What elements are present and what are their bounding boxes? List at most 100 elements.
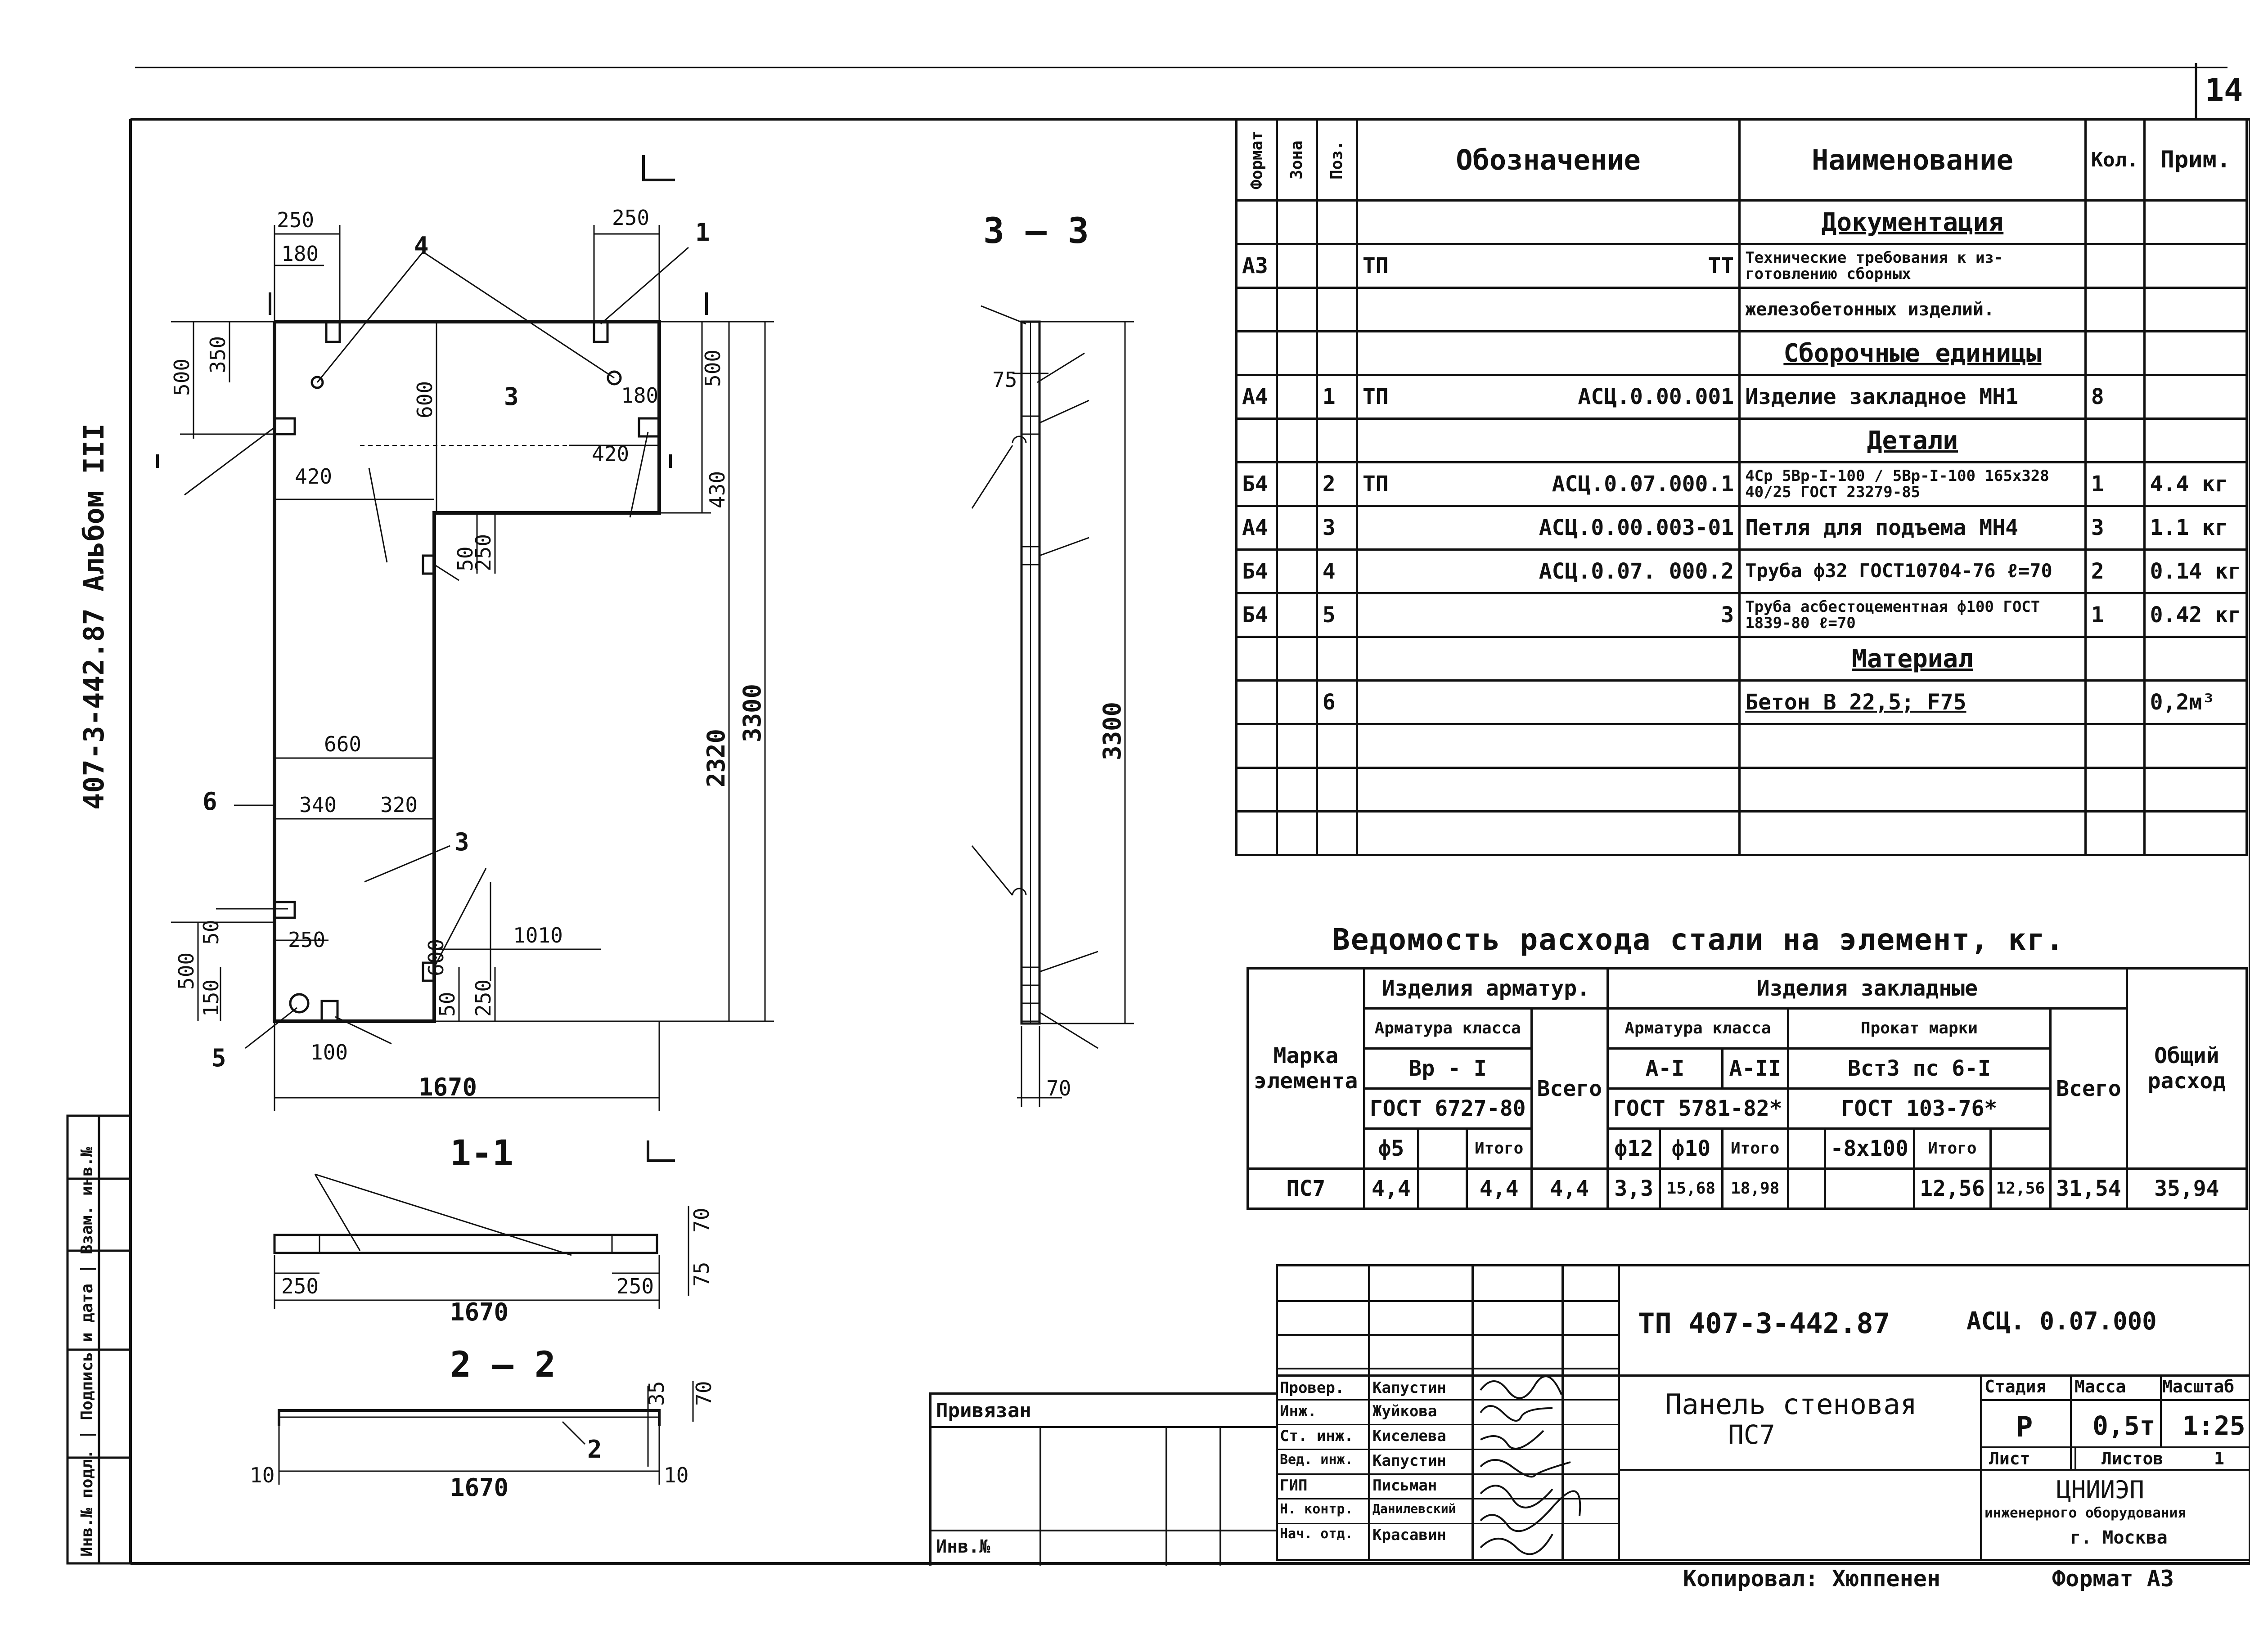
role-name-1: Жуйкова — [1372, 1402, 1437, 1420]
s11-dim-250-a: 250 — [281, 1274, 319, 1298]
assembly-qty: 8 — [2084, 374, 2146, 420]
steel-class-vr1: Вр - I — [1363, 1047, 1533, 1090]
dim-3300-section: 3300 — [1098, 702, 1126, 760]
dim-660: 660 — [324, 732, 361, 756]
scale-value: 1:25 — [2182, 1410, 2246, 1441]
dim-420-left: 420 — [295, 464, 332, 489]
s22-dim-10-b: 10 — [664, 1463, 688, 1487]
dim-180-right: 180 — [621, 383, 658, 408]
dim-2320: 2320 — [702, 729, 730, 787]
dim-50-b: 50 — [199, 920, 223, 945]
doc-format: A3 — [1235, 243, 1278, 289]
sheets-header: Листов — [2102, 1449, 2164, 1468]
steel-h-embedded: Изделия закладные — [1606, 967, 2128, 1010]
role-name-5: Данилевский — [1372, 1501, 1456, 1516]
callout-4: 4 — [414, 232, 429, 260]
steel-itogo-1: Итого — [1465, 1127, 1533, 1170]
dim-350: 350 — [206, 336, 230, 373]
steel-h-rebar-class-1: Арматура класса — [1363, 1007, 1533, 1050]
page-number: 14 — [2205, 72, 2243, 109]
steel-consumption-table: Марка элемента Изделия арматур. Изделия … — [1246, 967, 2248, 1210]
assembly-format: A4 — [1235, 374, 1278, 420]
detail-3-code: АСЦ.0.07. 000.2 — [1355, 548, 1741, 594]
side-stamp: Инв.№ подл. | Подпись и дата | Взам. инв… — [78, 1147, 96, 1557]
doc-code: ТТ — [1708, 253, 1734, 278]
detail-2-name: Петля для подъема МН4 — [1738, 505, 2087, 551]
hdr-pos: Поз. — [1317, 119, 1357, 201]
dim-75: 75 — [992, 368, 1017, 392]
stage-header: Стадия — [1984, 1377, 2047, 1396]
detail-1-code: АСЦ.0.07.000.1 — [1552, 471, 1734, 497]
steel-row-f5: 4,4 — [1363, 1167, 1420, 1210]
steel-row-all1: 4,4 — [1530, 1167, 1609, 1210]
steel-row-f12: 3,3 — [1606, 1167, 1661, 1210]
detail-2-format: А4 — [1235, 505, 1278, 551]
assembly-pos: 1 — [1315, 374, 1358, 420]
section-3-3-title: 3 — 3 — [983, 211, 1089, 251]
steel-class-vst: Вст3 пс 6-I — [1786, 1047, 2052, 1090]
detail-1-note: 4.4 кг — [2143, 461, 2248, 507]
drawing-code: ТП 407-3-442.87 — [1638, 1307, 1890, 1340]
role-6: Нач. отд. — [1280, 1526, 1353, 1542]
dim-180-top-left: 180 — [281, 242, 319, 266]
scale-header: Масштаб — [2162, 1377, 2235, 1396]
detail-4-code: 3 — [1355, 592, 1741, 638]
role-0: Провер. — [1280, 1379, 1345, 1397]
hdr-zone: Зона — [1277, 119, 1317, 201]
steel-row-itogo2: 18,98 — [1721, 1167, 1789, 1210]
material-pos: 6 — [1315, 679, 1358, 725]
detail-1-pos: 2 — [1315, 461, 1358, 507]
dim-50-a: 50 — [453, 547, 477, 571]
detail-1-format: Б4 — [1235, 461, 1278, 507]
detail-4-format: Б4 — [1235, 592, 1278, 638]
steel-class-aii: А-II — [1721, 1047, 1789, 1090]
steel-h-all-1: Всего — [1530, 1007, 1609, 1170]
detail-1-name: 4Ср 5Вр-I-100 / 5Вр-I-100 165х328 40/25 … — [1738, 461, 2087, 507]
role-name-0: Капустин — [1372, 1379, 1446, 1397]
hdr-name: Наименование — [1738, 118, 2087, 202]
detail-3-qty: 2 — [2084, 548, 2146, 594]
callout-6: 6 — [202, 787, 217, 816]
detail-2-pos: 3 — [1315, 505, 1358, 551]
steel-table-title: Ведомость расхода стали на элемент, кг. — [1332, 922, 2065, 957]
hdr-note: Прим. — [2143, 118, 2248, 202]
steel-h-all-2: Всего — [2049, 1007, 2128, 1170]
role-name-3: Капустин — [1372, 1452, 1446, 1470]
dim-1010: 1010 — [513, 923, 563, 947]
dim-250-b: 250 — [288, 928, 325, 952]
dim-1670-panel: 1670 — [418, 1073, 477, 1101]
dim-600-bottom: 600 — [424, 939, 448, 976]
drawing-title: Панель стеновая — [1665, 1388, 1917, 1421]
steel-f5: ф5 — [1363, 1127, 1420, 1170]
s11-dim-1670: 1670 — [450, 1298, 508, 1326]
copied-by: Копировал: Хюппенен — [1683, 1566, 1940, 1592]
dim-500-left: 500 — [170, 359, 194, 396]
callout-3: 3 — [504, 382, 519, 411]
dim-250-c: 250 — [471, 979, 495, 1017]
dim-420-right: 420 — [592, 442, 629, 466]
role-2: Ст. инж. — [1280, 1427, 1354, 1445]
assembly-name: Изделие закладное МН1 — [1738, 374, 2087, 420]
section-1-1-title: 1-1 — [450, 1133, 513, 1174]
detail-4-note: 0.42 кг — [2143, 592, 2248, 638]
steel-itogo-2: Итого — [1721, 1127, 1789, 1170]
role-5: Н. контр. — [1280, 1501, 1353, 1517]
stage-value: Р — [2016, 1410, 2033, 1443]
detail-2-note: 1.1 кг — [2143, 505, 2248, 551]
dim-500-right: 500 — [701, 350, 725, 387]
steel-f10: ф10 — [1659, 1127, 1724, 1170]
steel-gost-6727: ГОСТ 6727-80 — [1363, 1087, 1533, 1130]
inventory-number-label: Инв.№ — [936, 1536, 990, 1557]
dim-50-c: 50 — [435, 992, 459, 1017]
steel-class-ai: А-I — [1606, 1047, 1724, 1090]
org-name: ЦНИИЭП — [2056, 1476, 2145, 1504]
callout-3b: 3 — [454, 828, 469, 856]
doc-name-1: Технические требования к из- — [1745, 249, 2003, 267]
dim-600: 600 — [413, 381, 437, 418]
role-name-4: Письман — [1372, 1477, 1437, 1495]
dim-250-a: 250 — [471, 534, 495, 571]
sheet-header: Лист — [1989, 1449, 2030, 1468]
